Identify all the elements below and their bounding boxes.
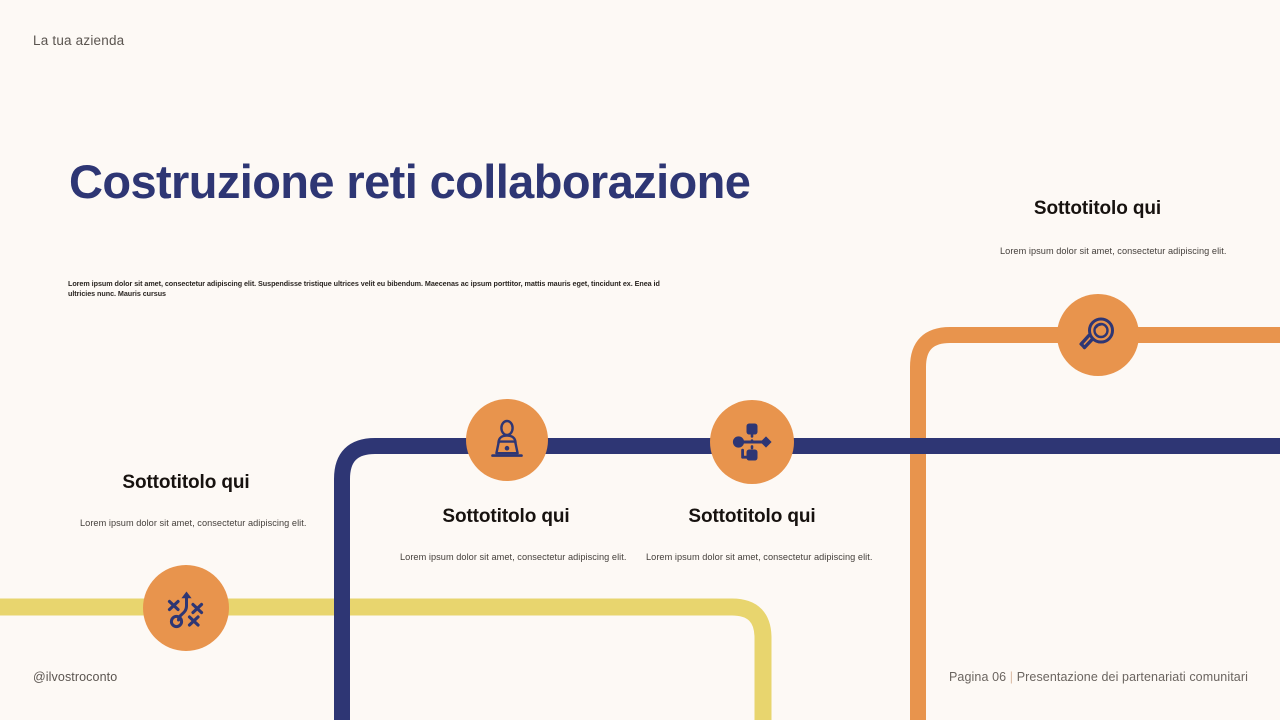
- page-number: Pagina 06: [948, 670, 1007, 684]
- intro-paragraph: Lorem ipsum dolor sit amet, consectetur …: [68, 279, 660, 298]
- item-workstation: Sottotitolo qui Lorem ipsum dolor sit am…: [400, 506, 627, 562]
- item-search-title: Sottotitolo qui: [1033, 198, 1162, 219]
- strategy-playbook-icon: [167, 591, 204, 629]
- navy-connector-line: [334, 438, 1280, 720]
- deck-title: Presentazione dei partenariati comunitar…: [1016, 670, 1248, 684]
- item-network-title: Sottotitolo qui: [688, 506, 816, 527]
- item-search-description: Lorem ipsum dolor sit amet, consectetur …: [1000, 246, 1227, 256]
- item-workstation-title: Sottotitolo qui: [442, 506, 570, 527]
- item-network: Sottotitolo qui Lorem ipsum dolor sit am…: [646, 506, 873, 562]
- magnifier-icon: [1079, 317, 1114, 350]
- footer-separator: |: [1009, 670, 1014, 684]
- page-footer-info: Pagina 06 | Presentazione dei partenaria…: [949, 670, 1248, 684]
- item-strategy-title: Sottotitolo qui: [122, 472, 250, 493]
- item-workstation-description: Lorem ipsum dolor sit amet, consectetur …: [400, 552, 627, 562]
- item-strategy: Sottotitolo qui Lorem ipsum dolor sit am…: [80, 472, 307, 528]
- badge-workstation[interactable]: [466, 399, 548, 481]
- network-nodes-icon: [732, 423, 772, 461]
- item-strategy-description: Lorem ipsum dolor sit amet, consectetur …: [80, 518, 307, 528]
- social-handle: @ilvostroconto: [33, 670, 118, 684]
- item-search: Sottotitolo qui Lorem ipsum dolor sit am…: [1000, 198, 1227, 256]
- badge-search[interactable]: [1057, 294, 1139, 376]
- person-at-laptop-icon: [491, 419, 523, 457]
- item-network-description: Lorem ipsum dolor sit amet, consectetur …: [646, 552, 873, 562]
- page-title: Costruzione reti collaborazione: [69, 155, 751, 209]
- yellow-connector-line: [0, 598, 772, 720]
- company-brand-label: La tua azienda: [33, 33, 125, 48]
- badge-network[interactable]: [710, 400, 794, 484]
- orange-connector-line: [910, 327, 1280, 720]
- badge-strategy[interactable]: [143, 565, 229, 651]
